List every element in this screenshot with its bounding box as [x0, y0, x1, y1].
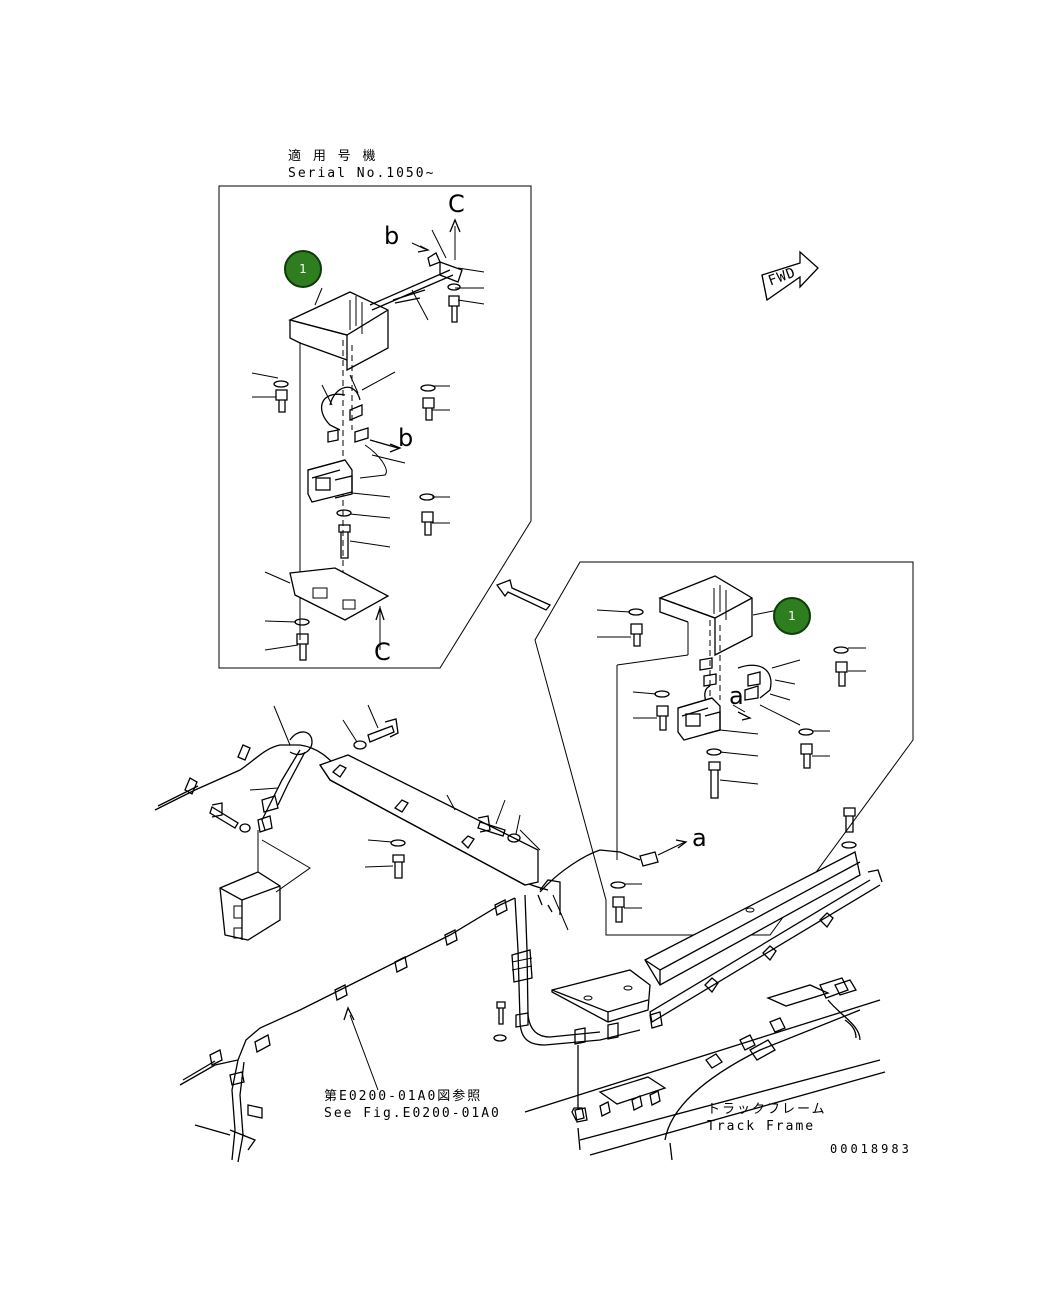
fasteners-center-upper [336, 493, 450, 559]
fasteners-left-upper [251, 372, 450, 421]
relay-upper [307, 459, 391, 503]
view-letter-b-mid: b [398, 424, 414, 452]
view-letter-b-top: b [384, 222, 400, 250]
harness-upper [321, 371, 406, 479]
lower-harness [179, 897, 516, 1163]
serial-label-en: Serial No.1050~ [288, 166, 436, 181]
see-fig-label-jp: 第E0200-01A0図参照 [324, 1089, 483, 1104]
see-fig-label-en: See Fig.E0200-01A0 [324, 1106, 501, 1121]
track-frame-body [493, 977, 886, 1161]
plate-upper [264, 567, 390, 661]
rod-assembly [369, 218, 485, 323]
view-letter-c-bottom: C [374, 638, 391, 666]
harness-inset [632, 646, 866, 769]
bracket-inset [596, 575, 779, 860]
drawing-number: 00018983 [830, 1142, 912, 1156]
main-harness [154, 705, 549, 891]
fwd-arrow-icon [761, 250, 819, 302]
view-letter-a-lower: a [692, 824, 707, 852]
long-channel [318, 754, 541, 886]
ground-wire-inset [539, 839, 688, 923]
view-letter-a-inset: a [729, 682, 744, 710]
serial-label-jp: 適 用 号 機 [288, 149, 378, 164]
relay-inset [677, 697, 759, 799]
detail-frame-inset [534, 561, 914, 936]
callout-1-upper[interactable]: 1 [284, 250, 322, 288]
callout-1-inset[interactable]: 1 [773, 597, 811, 635]
vertical-harness [511, 879, 641, 1121]
relay-lower [219, 830, 311, 941]
mount-bracket-lower [551, 969, 651, 1023]
view-letter-c-top: C [448, 190, 465, 218]
track-frame-label-jp: トラックフレーム [707, 1102, 827, 1117]
cover-channel-lower [644, 807, 883, 1029]
view-arrow [495, 579, 552, 611]
fasteners-lower [209, 704, 521, 879]
track-frame-label-en: Track Frame [707, 1119, 816, 1134]
detail-frame-upper [218, 185, 532, 669]
